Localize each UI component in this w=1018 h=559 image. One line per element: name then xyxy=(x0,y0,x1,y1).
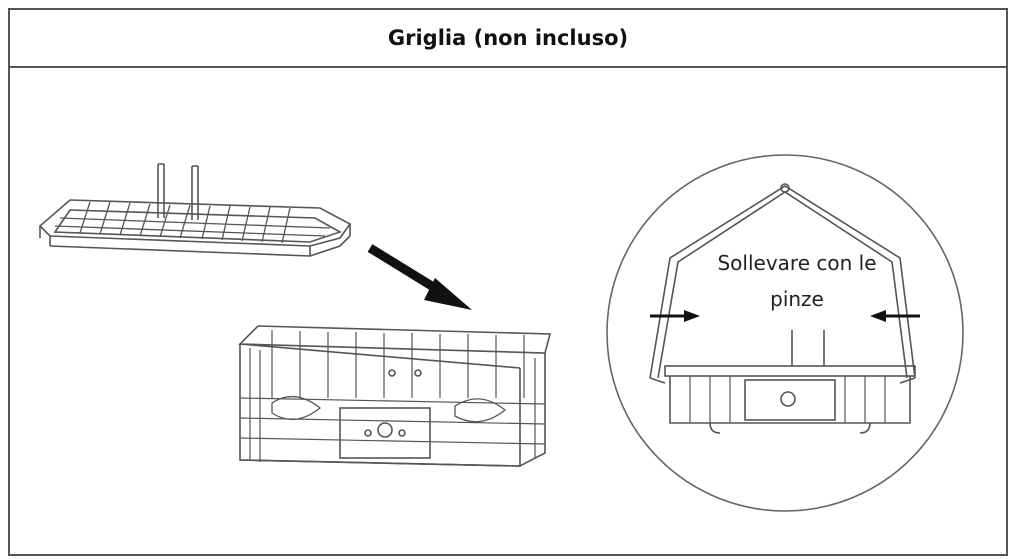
figure-header: Griglia (non incluso) xyxy=(10,10,1006,68)
lift-instruction-line-2: pinze xyxy=(770,287,824,311)
detail-basket-drawing xyxy=(664,330,916,434)
fryer-basket-drawing xyxy=(238,325,552,467)
arrow-down-right-icon xyxy=(367,244,472,310)
illustration-area: Sollevare con le pinze xyxy=(10,68,1010,556)
lift-instruction-line-1: Sollevare con le xyxy=(717,251,877,275)
arrow-right-icon xyxy=(650,310,700,322)
figure-frame: Griglia (non incluso) xyxy=(8,8,1008,556)
lifting-tongs-drawing xyxy=(649,183,916,384)
illustration-drawing xyxy=(38,154,964,512)
grill-rack-drawing xyxy=(38,163,352,257)
lift-instruction: Sollevare con le pinze xyxy=(682,245,912,317)
detail-circle xyxy=(606,154,964,512)
figure-title: Griglia (non incluso) xyxy=(387,26,629,50)
arrow-left-icon xyxy=(870,310,920,322)
